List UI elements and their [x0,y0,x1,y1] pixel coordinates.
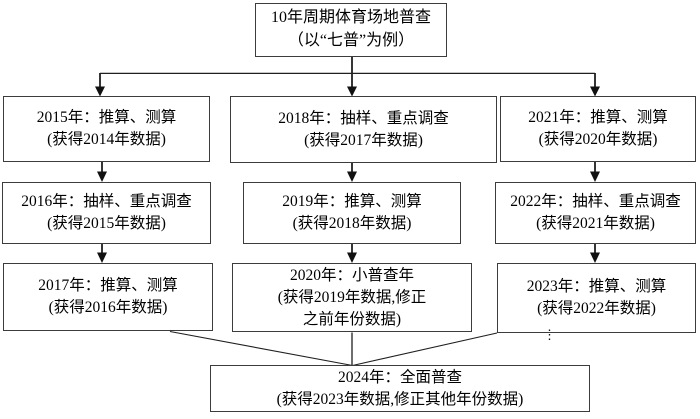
node-2020: 2020年：小普查年 (获得2019年数据,修正 之前年份数据) [232,263,472,332]
node-text-line: (获得2023年数据,修正其他年份数据) [276,390,524,408]
node-text-line: (获得2018年数据) [292,215,412,232]
merge-connector [169,330,498,367]
column-arrows-row2-row3 [97,244,600,263]
node-text-line: 2018年：抽样、重点调查 [278,109,449,127]
node-2019: 2019年：推算、测算 (获得2018年数据) [243,182,461,244]
node-text-line: 2020年：小普查年 [289,266,414,284]
node-2016: 2016年：抽样、重点调查 (获得2015年数据) [2,182,211,244]
node-text-line: (获得2020年数据) [538,131,658,148]
node-text-line: 之前年份数据) [302,310,402,328]
node-text-line: 2023年：推算、测算 [526,278,667,295]
node-text-line: (获得2019年数据,修正 [277,288,427,306]
node-2017: 2017年：推算、测算 (获得2016年数据) [3,263,213,331]
top-branch-connector [95,57,600,97]
node-2021: 2021年：推算、测算 (获得2020年数据) [500,96,696,162]
node-text-line: (获得2014年数据) [47,131,166,148]
node-2024: 2024年：全面普查 (获得2023年数据,修正其他年份数据) [210,365,590,412]
node-census-title: 10年周期体育场地普查 （以“七普”为例） [255,3,447,57]
node-text-line: (获得2017年数据) [304,131,423,149]
node-text-line: (获得2016年数据) [48,299,168,316]
node-2023: 2023年：推算、测算 (获得2022年数据) [497,263,696,333]
column-arrows-row1-row2 [97,162,600,182]
node-2022: 2022年：抽样、重点调查 (获得2021年数据) [495,182,696,244]
continuation-ellipsis: ⋮ [543,327,556,342]
node-text-line: 2019年：推算、测算 [282,193,422,210]
node-2015: 2015年：推算、测算 (获得2014年数据) [3,96,210,162]
node-text-line: 2016年：抽样、重点调查 [21,193,192,210]
node-text-line: （以“七普”为例） [287,32,415,49]
node-2018: 2018年：抽样、重点调查 (获得2017年数据) [230,96,497,163]
node-text-line: 2022年：抽样、重点调查 [510,193,681,210]
node-text-line: 2024年：全面普查 [337,368,462,386]
node-text-line: 2015年：推算、测算 [36,109,177,126]
node-text-line: (获得2022年数据) [537,300,656,317]
node-text-line: (获得2021年数据) [536,215,655,232]
node-text-line: 2021年：推算、测算 [528,109,668,126]
node-text-line: 10年周期体育场地普查 [270,9,431,27]
node-text-line: 2017年：推算、测算 [38,277,178,294]
node-text-line: (获得2015年数据) [47,215,166,232]
